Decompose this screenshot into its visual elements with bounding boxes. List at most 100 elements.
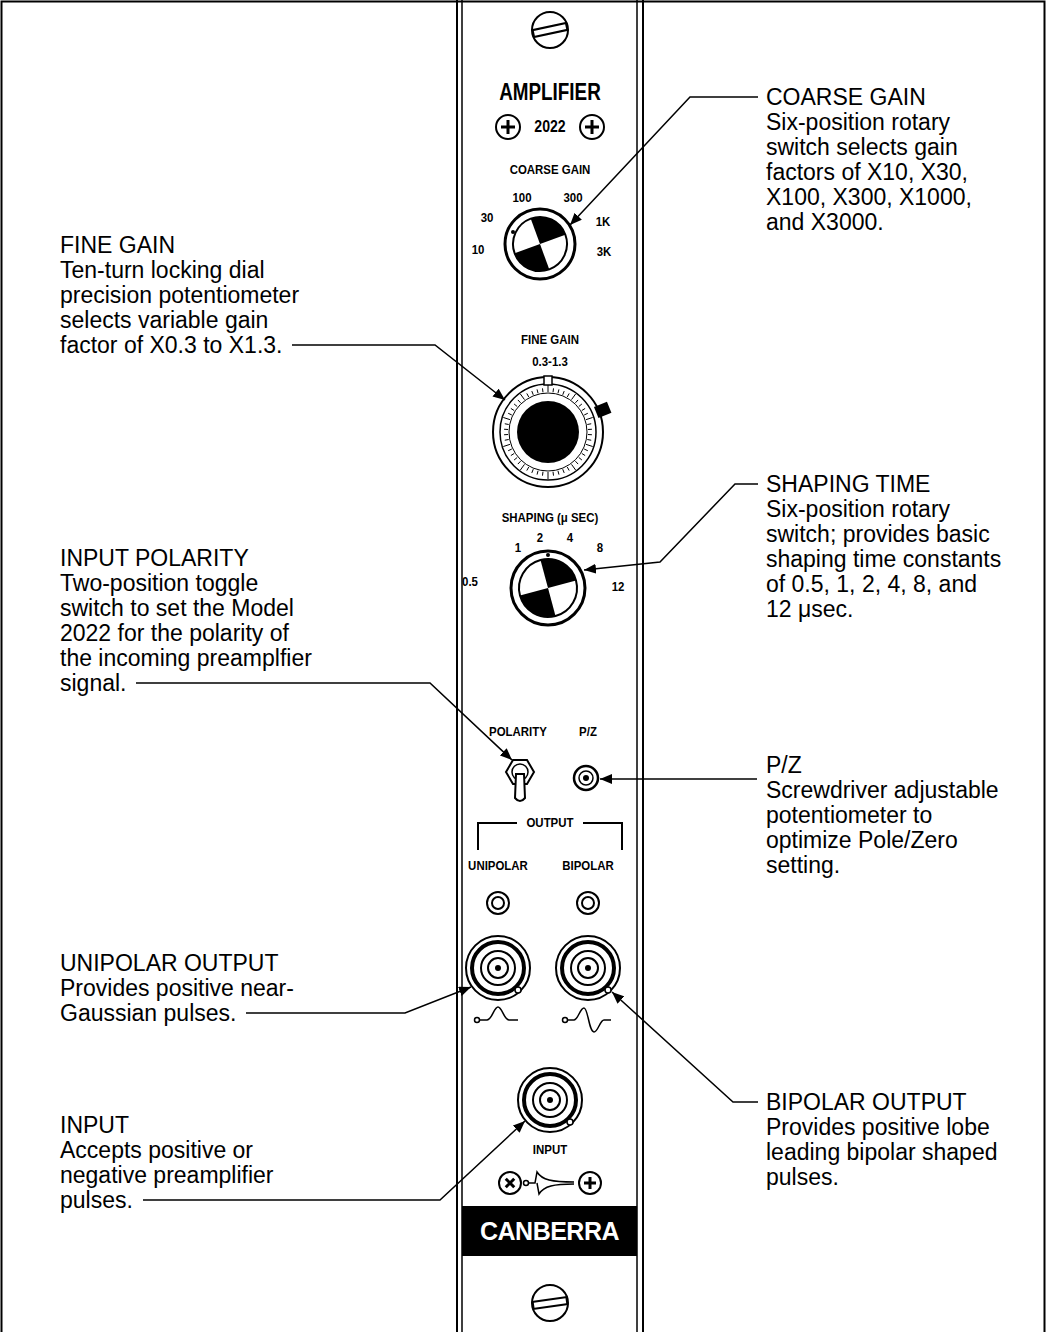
fine-gain-dial (572, 464, 576, 470)
fine-gain-dial (508, 449, 512, 451)
bnc-connector (585, 965, 591, 971)
phillips-screw (579, 1172, 601, 1194)
fine-gain-dial (584, 413, 588, 415)
dial-number: 1K (515, 214, 691, 230)
fine-gain-dial (542, 472, 544, 476)
dial-number: 12 (530, 579, 706, 595)
slotted-screw (532, 1285, 568, 1321)
bnc-connector (524, 1074, 576, 1126)
fine-gain-dial (586, 444, 593, 446)
fine-gain-dial (563, 469, 564, 473)
callout-description: Ten-turn locking dial precision potentio… (60, 258, 310, 358)
output-bracket (478, 823, 517, 850)
test-point-jack (577, 892, 599, 914)
panel-label: UNIPOLAR (410, 858, 586, 874)
callout-description: Screwdriver adjustable potentiometer to … (766, 778, 1006, 878)
pole-zero-pot (574, 766, 598, 790)
test-point-jack (487, 892, 509, 914)
test-point-jack (577, 892, 599, 914)
fine-gain-dial (557, 389, 559, 393)
slotted-screw (533, 1297, 568, 1309)
bipolar-pulse-symbol (568, 1008, 612, 1032)
pole-zero-pot (579, 771, 593, 785)
fine-gain-dial (532, 391, 533, 395)
phillips-screw (585, 120, 599, 134)
bnc-connector (556, 936, 620, 1000)
fine-gain-dial (511, 408, 514, 410)
phillips-screw (499, 1172, 521, 1194)
shaping-knob (520, 588, 556, 624)
dial-number: 300 (485, 190, 661, 206)
pole-zero-pot (583, 775, 589, 781)
fine-gain-dial (518, 461, 521, 464)
coarse-gain-knob (505, 209, 575, 279)
unipolar-pulse-symbol (475, 1007, 519, 1023)
panel-label: 0.3-1.3 (462, 354, 638, 370)
dial-number: 0.5 (382, 574, 558, 590)
brand-logo: CANBERRA (480, 1217, 619, 1245)
fine-gain-dial (587, 439, 591, 441)
panel-label: COARSE GAIN (462, 162, 638, 178)
callout-heading: UNIPOLAR OUTPUT (60, 951, 279, 976)
bipolar-pulse-symbol (563, 1018, 568, 1023)
leader-line (584, 484, 758, 570)
callout-description: Provides positive lobe leading bipolar s… (766, 1115, 1006, 1190)
preamp-pulse-symbol (537, 1183, 574, 1194)
callout-heading: INPUT POLARITY (60, 546, 249, 571)
output-bracket (583, 823, 622, 850)
test-point-jack (492, 897, 504, 909)
coarse-gain-knob (505, 209, 574, 278)
module-name: AMPLIFIER (468, 79, 632, 105)
dial-number: 8 (512, 540, 688, 556)
callout-description: Provides positive near-Gaussian pulses. (60, 976, 305, 1026)
fine-gain-dial (514, 457, 517, 460)
fine-gain-dial (511, 453, 514, 455)
fine-gain-dial (588, 429, 592, 430)
fine-gain-dial (537, 389, 539, 393)
shaping-knob (512, 552, 583, 623)
callout-heading: P/Z (766, 753, 802, 778)
bnc-connector (556, 936, 620, 1000)
fine-gain-dial (500, 384, 596, 480)
fine-gain-dial (503, 417, 510, 419)
leader-line (570, 97, 758, 225)
bnc-connector (571, 951, 605, 985)
callout-heading: BIPOLAR OUTPUT (766, 1090, 967, 1115)
slotted-screw (532, 12, 568, 48)
coarse-gain-knob (505, 209, 575, 279)
fine-gain-dial (579, 404, 582, 407)
phillips-screw (496, 115, 520, 139)
leader-line (292, 345, 505, 400)
bipolar-pulse-symbol (563, 1008, 612, 1032)
dial-number: 4 (482, 530, 658, 546)
front-panel: AMPLIFIER2022CANBERRA (456, 0, 644, 1332)
shaping-knob (546, 553, 550, 557)
slotted-screw (533, 23, 568, 37)
coarse-gain-knob (515, 244, 550, 279)
fine-gain-dial (520, 394, 524, 400)
coarse-gain-knob (505, 209, 574, 278)
preamp-pulse-symbol (524, 1172, 575, 1194)
bnc-connector (488, 958, 508, 978)
preamp-pulse-symbol (529, 1172, 575, 1183)
bnc-connector (547, 1097, 553, 1103)
panel-label: P/Z (500, 724, 676, 740)
slotted-screw (533, 1297, 568, 1309)
bnc-connector (495, 965, 501, 971)
callout-heading: INPUT (60, 1113, 129, 1138)
fine-gain-dial (572, 394, 576, 400)
fine-gain-dial (548, 472, 549, 479)
fine-gain-dial (527, 393, 529, 397)
fine-gain-dial (537, 471, 539, 475)
pole-zero-pot (574, 766, 598, 790)
fine-gain-dial (517, 401, 579, 463)
fine-gain-dial (505, 423, 509, 425)
bnc-connector (515, 987, 521, 993)
fine-gain-dial (587, 423, 591, 425)
fine-gain-dial (579, 457, 582, 460)
fine-gain-dial (503, 385, 592, 479)
fine-gain-dial (586, 417, 593, 419)
fine-gain-dial (505, 439, 509, 441)
fine-gain-dial (504, 429, 508, 430)
